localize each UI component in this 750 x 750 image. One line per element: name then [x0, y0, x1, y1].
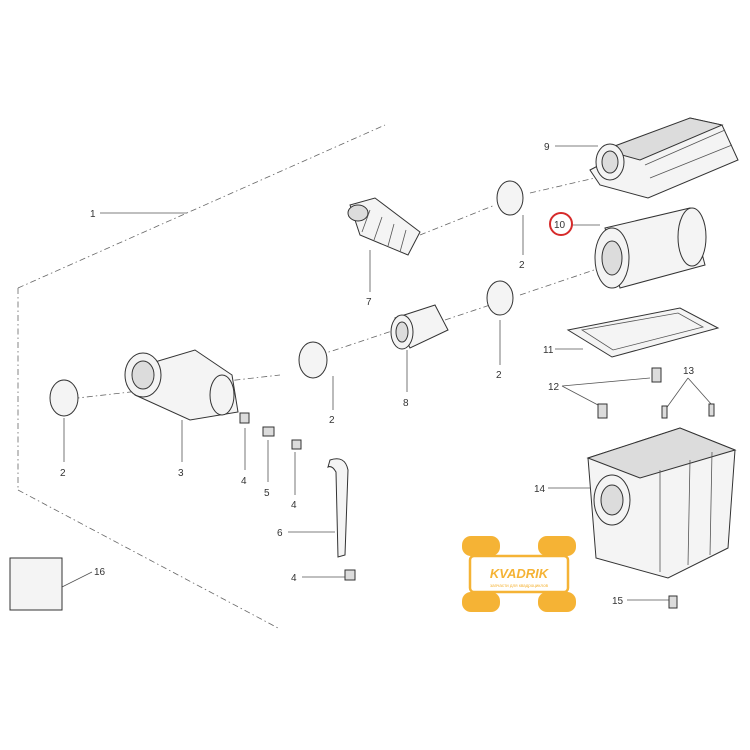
callout-4-a: 4	[241, 476, 247, 487]
callout-labels: 1 2 2 2 2 3 4 4 4 5 6 7 8 9 10 11 12 13 …	[60, 142, 695, 607]
callout-16: 16	[94, 567, 106, 578]
logo-tire-bottom-right	[538, 592, 576, 612]
callout-12: 12	[548, 382, 560, 393]
callout-2-b: 2	[329, 415, 335, 426]
leader-lines	[61, 145, 713, 601]
highlight-ring	[549, 212, 573, 236]
airbox-lid-part	[589, 117, 739, 199]
gasket-part	[566, 307, 720, 358]
assembly-frame	[17, 124, 386, 629]
air-filter-part	[594, 207, 707, 289]
callout-13: 13	[683, 366, 695, 377]
kvadrik-watermark-logo: KVADRIK запчасти для квадроциклов	[462, 536, 576, 612]
callout-14: 14	[534, 484, 546, 495]
callout-6: 6	[277, 528, 283, 539]
callout-8: 8	[403, 398, 409, 409]
callout-10: 10	[554, 220, 566, 231]
logo-brand-text: KVADRIK	[490, 566, 550, 581]
logo-tire-bottom-left	[462, 592, 500, 612]
logo-tire-top-left	[462, 536, 500, 556]
callout-7: 7	[366, 297, 372, 308]
callout-5: 5	[264, 488, 270, 499]
callout-1: 1	[90, 209, 96, 220]
logo-tagline-text: запчасти для квадроциклов	[490, 583, 549, 588]
logo-tire-top-right	[538, 536, 576, 556]
hose-clamps-parts	[49, 180, 524, 417]
logo-frame	[468, 554, 570, 594]
callout-2-a: 2	[60, 468, 66, 479]
intake-boot-part	[347, 197, 421, 256]
airbox-base-part	[586, 427, 737, 579]
callout-2-c: 2	[496, 370, 502, 381]
callout-2-d: 2	[519, 260, 525, 271]
breather-hose-parts	[239, 412, 356, 581]
fasteners-parts	[597, 367, 715, 609]
coupler-part	[390, 304, 449, 350]
intake-duct-part	[124, 349, 239, 421]
callout-4-c: 4	[291, 573, 297, 584]
callout-4-b: 4	[291, 500, 297, 511]
callout-9: 9	[544, 142, 550, 153]
callout-15: 15	[612, 596, 624, 607]
callout-3: 3	[178, 468, 184, 479]
manual-sheet-part	[9, 557, 63, 611]
callout-11: 11	[543, 345, 554, 356]
